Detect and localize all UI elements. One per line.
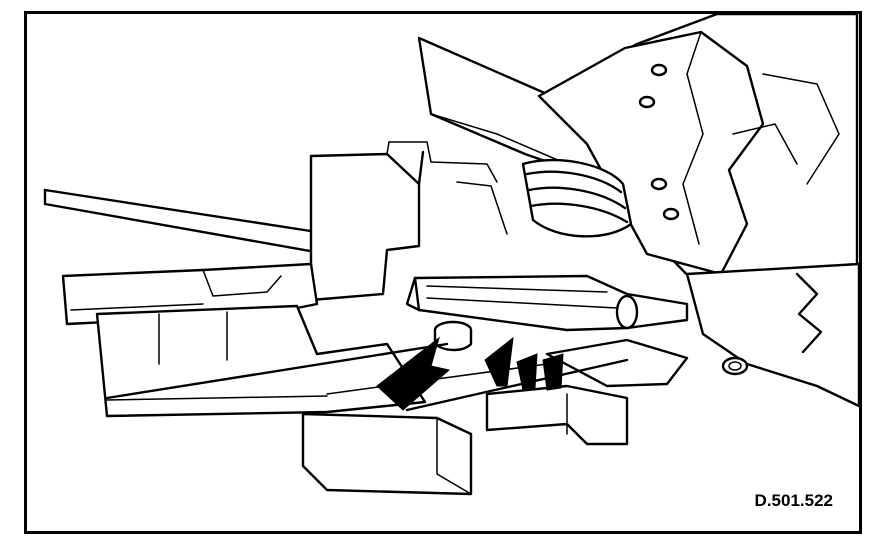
guide-rail bbox=[43, 188, 329, 256]
spring-coil bbox=[521, 158, 633, 238]
plate-hole bbox=[650, 177, 668, 191]
figure-frame: D.501.522 bbox=[24, 11, 862, 534]
shaft-rod bbox=[405, 274, 689, 332]
plate-hole bbox=[662, 207, 680, 221]
mechanical-assembly-illustration bbox=[43, 14, 859, 496]
base-block bbox=[95, 304, 427, 418]
indicator-arrow-right bbox=[484, 336, 564, 391]
plate-hole bbox=[638, 95, 656, 109]
shaft-collar bbox=[615, 294, 639, 330]
latch-hole bbox=[721, 356, 749, 376]
latch-arm bbox=[685, 73, 859, 408]
upright-post bbox=[309, 141, 508, 302]
indicator-arrow-left bbox=[376, 336, 451, 411]
plate-hole bbox=[650, 63, 668, 77]
reference-code-label: D.501.522 bbox=[754, 491, 833, 510]
